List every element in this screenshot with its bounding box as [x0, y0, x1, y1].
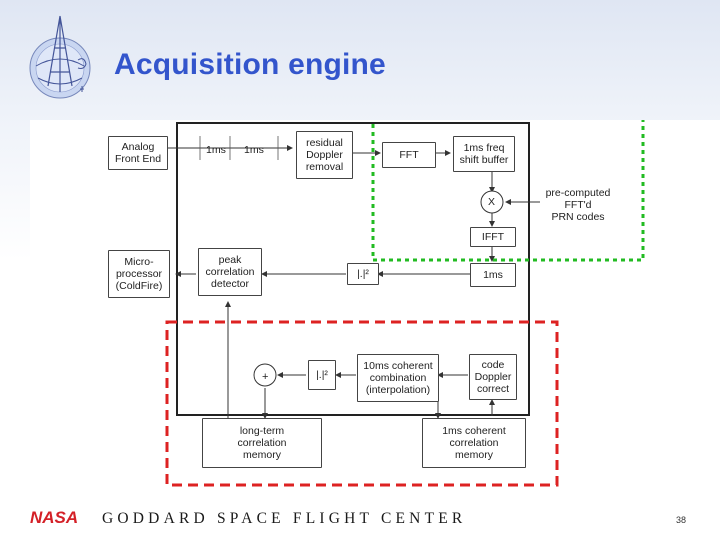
- summation-node: [253, 363, 277, 387]
- analog-front-end-block: Analog Front End: [108, 136, 168, 170]
- chassis-frame: [176, 122, 530, 416]
- prn-codes-block: pre-computed FFT'd PRN codes: [542, 184, 614, 226]
- magnitude-squared-bottom-block: |.|²: [308, 360, 336, 390]
- freq-shift-buffer-block: 1ms freq shift buffer: [453, 136, 515, 172]
- acquisition-block-diagram: Analog Front End 1ms 1ms residual Dopple…: [30, 120, 720, 502]
- ifft-block: IFFT: [470, 227, 516, 247]
- slide-title: Acquisition engine: [114, 48, 386, 81]
- coherent-combination-block: 10ms coherent combination (interpolation…: [357, 354, 439, 402]
- buffer-label-a: 1ms: [206, 144, 226, 156]
- multiply-node: [480, 190, 504, 214]
- diagram-connectors: [165, 120, 645, 487]
- one-ms-coherent-memory-block: 1ms coherent correlation memory: [422, 418, 526, 468]
- fft-block: FFT: [382, 142, 436, 168]
- fft-region-outline: [371, 120, 645, 262]
- sum-plus-label: +: [262, 371, 269, 383]
- one-ms-block: 1ms: [470, 263, 516, 287]
- long-term-memory-block: long-term correlation memory: [202, 418, 322, 468]
- nasa-worm-logo: NASA: [30, 508, 78, 526]
- svg-text:NASA: NASA: [30, 508, 78, 526]
- residual-doppler-block: residual Doppler removal: [296, 131, 353, 179]
- buffer-label-b: 1ms: [244, 144, 264, 156]
- footer-organization: GODDARD SPACE FLIGHT CENTER: [102, 510, 467, 527]
- goddard-logo-icon: [29, 15, 91, 99]
- code-doppler-block: code Doppler correct: [469, 354, 517, 400]
- peak-detector-block: peak correlation detector: [198, 248, 262, 296]
- microprocessor-block: Micro- processor (ColdFire): [108, 250, 170, 298]
- multiply-label: X: [488, 196, 496, 208]
- memory-region-outline: [165, 320, 559, 487]
- page-number: 38: [676, 515, 687, 525]
- magnitude-squared-top-block: |.|²: [347, 263, 379, 285]
